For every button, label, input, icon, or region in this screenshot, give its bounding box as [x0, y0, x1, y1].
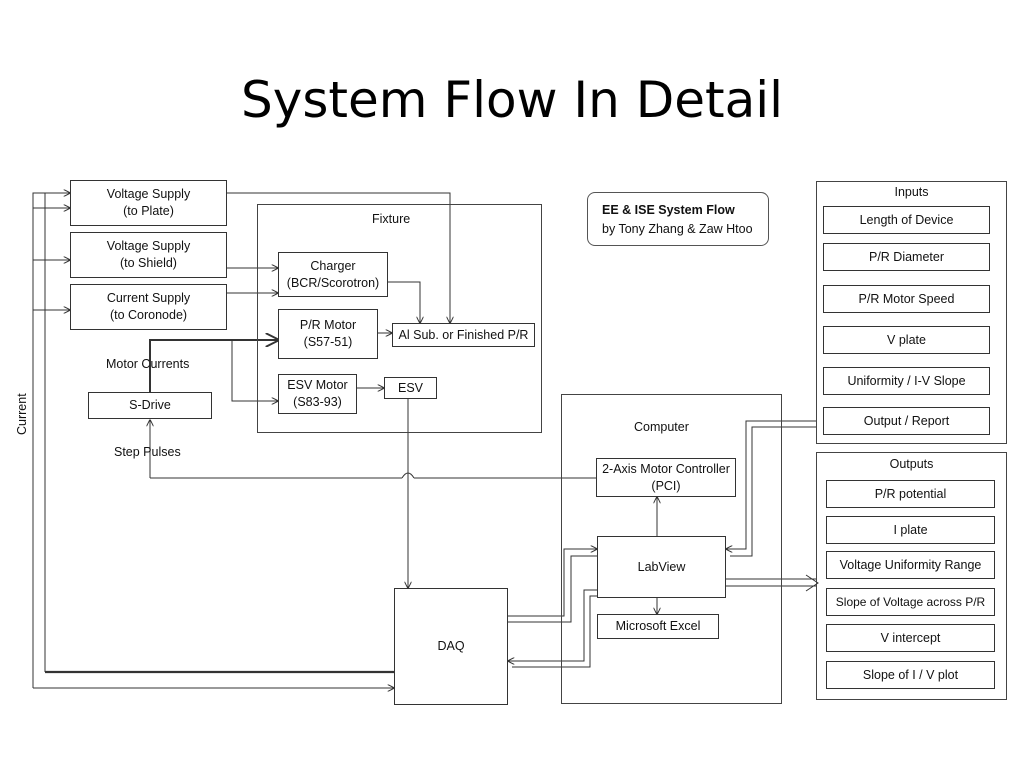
plate-supply-line-2: (to Plate): [123, 204, 174, 218]
input-v-plate: V plate: [823, 326, 990, 354]
current-label: Current: [15, 393, 29, 435]
input-length-of-device: Length of Device: [823, 206, 990, 234]
computer-label: Computer: [634, 420, 689, 434]
charger-line-2: (BCR/Scorotron): [286, 275, 380, 290]
shield-supply-line-1: Voltage Supply: [106, 239, 191, 253]
voltage-supply-shield-box: Voltage Supply (to Shield): [70, 232, 227, 278]
output-slope-of-iv-plot: Slope of I / V plot: [826, 661, 995, 689]
voltage-supply-plate-box: Voltage Supply (to Plate): [70, 180, 227, 226]
excel-label: Microsoft Excel: [615, 619, 701, 633]
esv-box: ESV: [384, 377, 437, 399]
labview-box: LabView: [597, 536, 726, 598]
esv-label: ESV: [397, 380, 423, 395]
inputs-to-labview-line-2: [730, 426, 816, 557]
motor-currents-line: [149, 340, 278, 392]
outputs-panel: [816, 452, 1007, 700]
outputs-header: Outputs: [889, 457, 934, 471]
labview-to-daq-line-1: [508, 589, 597, 661]
controller-line-2: (PCI): [651, 478, 681, 493]
pr-motor-box: P/R Motor (S57-51): [278, 309, 378, 359]
motor-controller-box: 2-Axis Motor Controller (PCI): [596, 458, 736, 497]
labview-to-daq-line-2: [512, 595, 597, 668]
current-bus-line: [32, 193, 70, 688]
controller-line-1: 2-Axis Motor Controller: [602, 461, 730, 476]
labview-label: LabView: [637, 559, 686, 574]
daq-to-labview-line-2: [508, 555, 597, 623]
input-uniformity-iv-slope: Uniformity / I-V Slope: [823, 367, 990, 395]
al-sub-label: Al Sub. or Finished P/R: [398, 327, 529, 342]
output-voltage-uniformity-range: Voltage Uniformity Range: [826, 551, 995, 579]
credit-title: EE & ISE System Flow: [602, 203, 735, 217]
output-pr-potential: P/R potential: [826, 480, 995, 508]
motor-currents-label: Motor Currents: [106, 357, 190, 371]
fixture-label: Fixture: [372, 212, 411, 226]
daq-to-labview-line-1: [508, 549, 597, 617]
input-output-report: Output / Report: [823, 407, 990, 435]
slide-title: System Flow In Detail: [241, 71, 783, 129]
credit-authors: by Tony Zhang & Zaw Htoo: [602, 222, 753, 236]
output-v-intercept: V intercept: [826, 624, 995, 652]
plate-supply-line-1: Voltage Supply: [106, 187, 191, 201]
esv-motor-line-2: (S83-93): [293, 395, 342, 409]
computer-frame: [561, 394, 782, 704]
excel-box: Microsoft Excel: [597, 614, 719, 639]
credit-box: EE & ISE System Flow by Tony Zhang & Zaw…: [587, 192, 769, 246]
input-pr-motor-speed: P/R Motor Speed: [823, 285, 990, 313]
charger-to-alsub-arrow: [388, 281, 420, 323]
pr-motor-line-1: P/R Motor: [299, 318, 357, 332]
s-drive-label: S-Drive: [129, 398, 171, 412]
inputs-panel: [816, 181, 1007, 444]
input-pr-diameter: P/R Diameter: [823, 243, 990, 271]
fixture-frame: [257, 204, 542, 433]
shield-supply-line-2: (to Shield): [120, 256, 177, 270]
current-supply-coronode-box: Current Supply (to Coronode): [70, 284, 227, 330]
inputs-header: Inputs: [894, 185, 929, 199]
plate-to-alsub-arrow: [227, 192, 450, 323]
labview-to-outputs-arrowhead: [805, 574, 819, 592]
esv-motor-line-1: ESV Motor: [287, 378, 348, 392]
s-drive-box: S-Drive: [88, 392, 212, 419]
charger-line-1: Charger: [310, 258, 356, 273]
output-i-plate: I plate: [826, 516, 995, 544]
al-sub-box: Al Sub. or Finished P/R: [392, 323, 535, 347]
pr-motor-line-2: (S57-51): [303, 335, 353, 349]
output-slope-of-voltage: Slope of Voltage across P/R: [826, 588, 995, 616]
coronode-supply-line-1: Current Supply: [106, 291, 191, 305]
daq-box: DAQ: [394, 588, 508, 705]
coronode-supply-line-2: (to Coronode): [109, 308, 188, 322]
step-pulses-label: Step Pulses: [114, 445, 181, 459]
daq-label: DAQ: [437, 639, 465, 653]
charger-box: Charger (BCR/Scorotron): [278, 252, 388, 297]
motor-currents-esv-line: [231, 340, 278, 401]
esv-motor-box: ESV Motor (S83-93): [278, 374, 357, 414]
